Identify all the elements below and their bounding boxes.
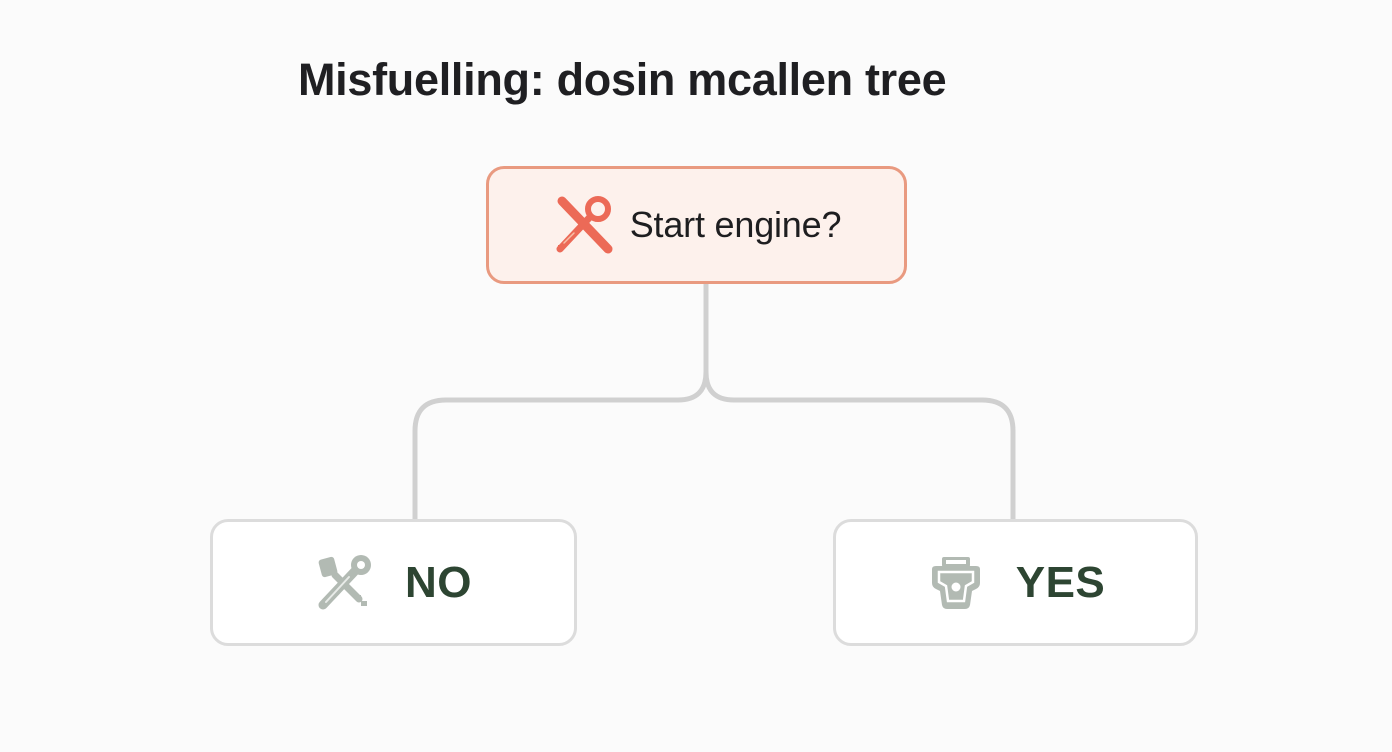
branch-node-yes-label: YES (1015, 557, 1106, 607)
branch-node-yes[interactable]: YES (833, 519, 1198, 646)
branch-node-no-label: NO (405, 557, 472, 607)
branch-node-no[interactable]: NO (210, 519, 577, 646)
fuel-nozzle-icon (931, 556, 980, 609)
connector-to-no (412, 281, 709, 522)
crossed-key-icon (556, 196, 613, 254)
root-node-label: Start engine? (629, 204, 842, 245)
diagram-title: Misfuelling: dosin mcallen tree (298, 54, 947, 105)
root-node-start-engine[interactable]: Start engine? (486, 166, 907, 284)
connector-to-yes (703, 369, 1016, 522)
wrench-key-icon (318, 554, 371, 609)
